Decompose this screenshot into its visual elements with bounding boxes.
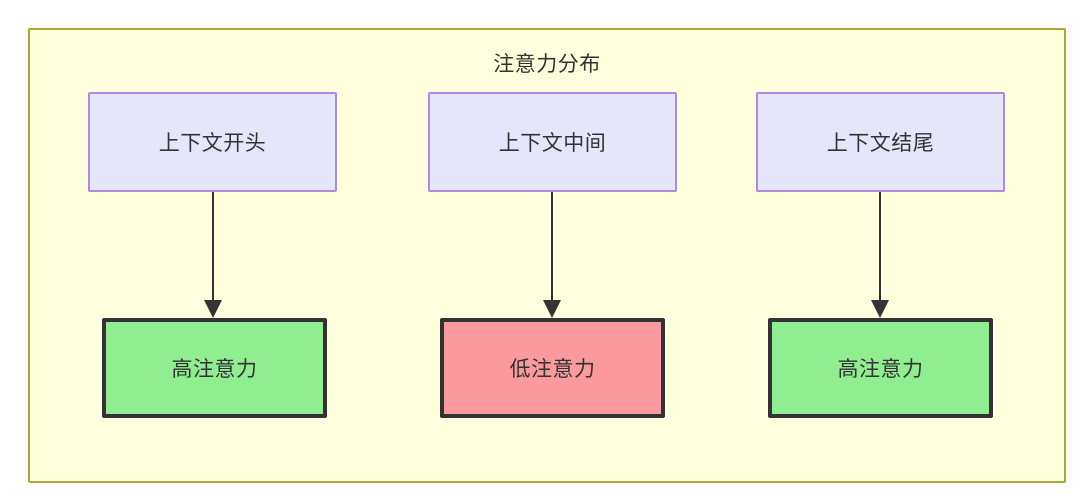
node-context-start-label: 上下文开头 (158, 132, 267, 155)
node-context-start[interactable]: 上下文开头 (88, 92, 337, 192)
node-high-attention-start-label: 高注意力 (171, 358, 258, 381)
node-low-attention-middle[interactable]: 低注意力 (440, 318, 665, 418)
node-high-attention-end[interactable]: 高注意力 (768, 318, 993, 418)
subgraph-title: 注意力分布 (493, 53, 601, 76)
node-context-end[interactable]: 上下文结尾 (756, 92, 1005, 192)
node-high-attention-end-label: 高注意力 (837, 358, 924, 381)
node-context-middle[interactable]: 上下文中间 (428, 92, 677, 192)
node-context-middle-label: 上下文中间 (498, 132, 607, 155)
node-low-attention-middle-label: 低注意力 (509, 358, 596, 381)
node-high-attention-start[interactable]: 高注意力 (102, 318, 327, 418)
node-context-end-label: 上下文结尾 (826, 132, 935, 155)
